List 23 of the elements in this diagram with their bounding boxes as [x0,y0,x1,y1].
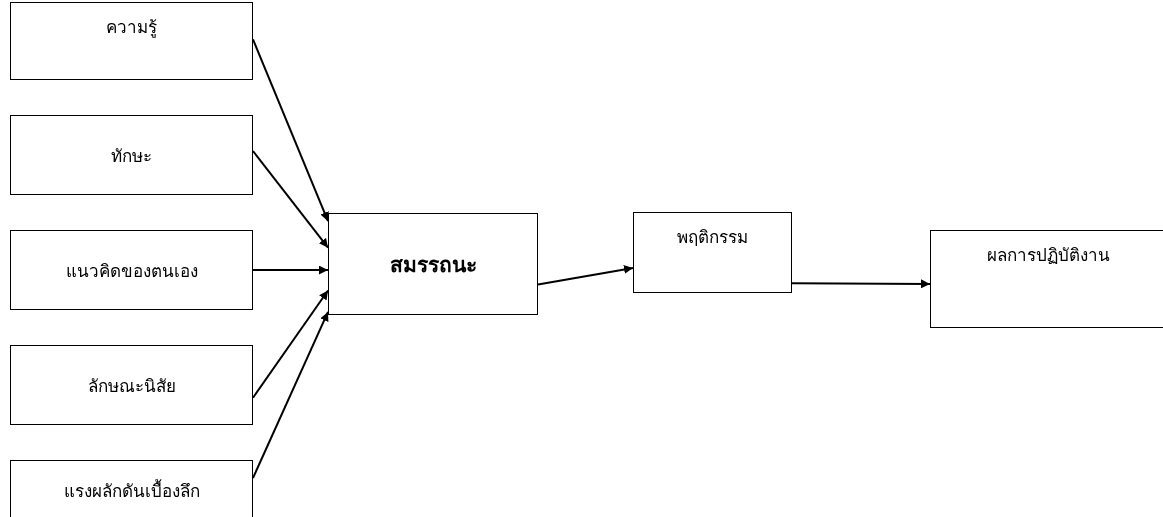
box-label: ลักษณะนิสัย [87,374,176,398]
box-label: สมรรถนะ [389,251,477,279]
process-box [328,213,538,315]
box-label: ความรู้ [106,16,157,40]
process-box [10,115,253,195]
process-box [10,230,253,310]
process-box [10,345,253,425]
arrow [252,38,329,223]
arrow [252,265,329,275]
arrow [252,310,329,479]
process-box [633,212,792,293]
box-label: พฤติกรรม [677,226,748,249]
arrow [252,150,329,249]
process-box [10,2,253,80]
process-box [10,460,253,517]
box-label: แรงผลักดันเบื้องลึก [63,478,200,503]
process-box [930,230,1163,328]
arrow [252,289,329,399]
box-label: ทักษะ [111,144,152,168]
arrow [537,265,634,286]
box-label: ผลการปฏิบัติงาน [986,244,1110,267]
arrow [791,279,931,289]
box-label: แนวคิดของตนเอง [65,259,198,283]
